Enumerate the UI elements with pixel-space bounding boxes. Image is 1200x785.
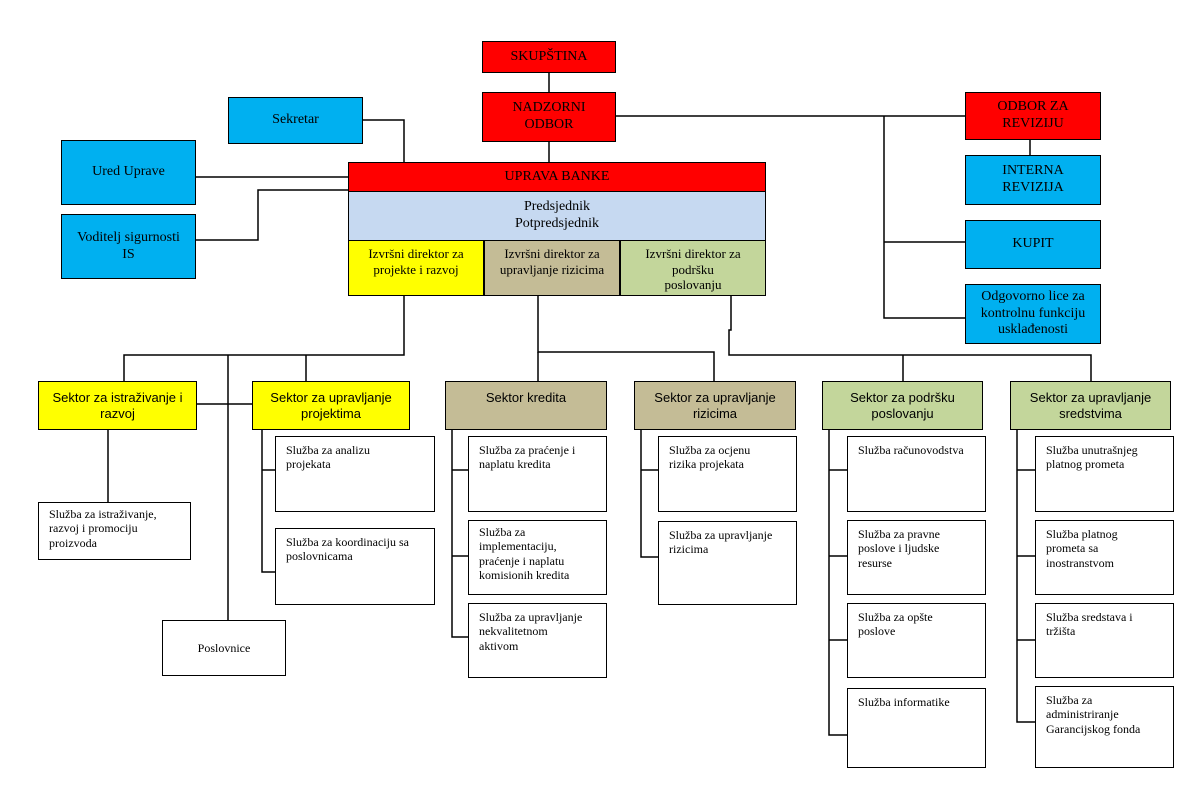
sector-krediti-box: Sektor kredita — [445, 381, 607, 430]
service-sredstva-unutrasnji-box: Služba unutrašnjeg platnog prometa — [1035, 436, 1174, 512]
service-podrska-racunovodstvo-box: Služba računovodstva — [847, 436, 986, 512]
sector-projekti-box: Sektor za upravljanje projektima — [252, 381, 410, 430]
skupstina-box: SKUPŠTINA — [482, 41, 616, 73]
service-projekti-analiza-box: Služba za analizu projekata — [275, 436, 435, 512]
sekretar-box: Sekretar — [228, 97, 363, 144]
director-rizici-box: Izvršni direktor za upravljanje rizicima — [484, 241, 620, 296]
service-rizici-upravljanje-box: Služba za upravljanje rizicima — [658, 521, 797, 605]
service-sredstva-inostranstvo-box: Služba platnog prometa sa inostranstvom — [1035, 520, 1174, 595]
odgovorno-lice-box: Odgovorno lice za kontrolnu funkciju usk… — [965, 284, 1101, 344]
service-podrska-pravne-box: Služba za pravne poslove i ljudske resur… — [847, 520, 986, 595]
service-krediti-pracenje-box: Služba za praćenje i naplatu kredita — [468, 436, 607, 512]
voditelj-sigurnosti-box: Voditelj sigurnosti IS — [61, 214, 196, 279]
poslovnice-box: Poslovnice — [162, 620, 286, 676]
connector-line — [883, 116, 965, 319]
connector-line — [828, 430, 847, 736]
service-sredstva-trzista-box: Služba sredstava i tržišta — [1035, 603, 1174, 678]
director-podrska-box: Izvršni direktor za podršku poslovanju — [620, 241, 766, 296]
service-istrazivanje-box: Služba za istraživanje, razvoj i promoci… — [38, 502, 191, 560]
connector-line — [640, 430, 658, 558]
connector-line — [728, 296, 1092, 381]
kupit-box: KUPIT — [965, 220, 1101, 269]
service-projekti-koordinacija-box: Služba za koordinaciju sa poslovnicama — [275, 528, 435, 605]
odbor-za-reviziju-box: ODBOR ZA REVIZIJU — [965, 92, 1101, 140]
sector-rizici-box: Sektor za upravljanje rizicima — [634, 381, 796, 430]
connector-line — [451, 430, 468, 638]
connector-line — [196, 189, 348, 241]
service-sredstva-garancijski-box: Služba za administriranje Garancijskog f… — [1035, 686, 1174, 768]
connector-line — [261, 430, 275, 573]
nadzorni-odbor-box: NADZORNI ODBOR — [482, 92, 616, 142]
predsjednik-box: Predsjednik Potpredsjednik — [348, 192, 766, 241]
service-podrska-informatika-box: Služba informatike — [847, 688, 986, 768]
service-podrska-opste-box: Služba za opšte poslove — [847, 603, 986, 678]
service-krediti-nekvalitetna-box: Služba za upravljanje nekvalitetnom akti… — [468, 603, 607, 678]
sector-sredstva-box: Sektor za upravljanje sredstvima — [1010, 381, 1171, 430]
ured-uprave-box: Ured Uprave — [61, 140, 196, 205]
connector-line — [123, 296, 405, 381]
service-krediti-implementacija-box: Služba za implementaciju, praćenje i nap… — [468, 520, 607, 595]
sector-podrska-box: Sektor za podršku poslovanju — [822, 381, 983, 430]
sector-istrazivanje-box: Sektor za istraživanje i razvoj — [38, 381, 197, 430]
interna-revizija-box: INTERNA REVIZIJA — [965, 155, 1101, 205]
uprava-banke-box: UPRAVA BANKE — [348, 162, 766, 192]
service-rizici-ocjena-box: Služba za ocjenu rizika projekata — [658, 436, 797, 512]
connector-line — [363, 119, 405, 162]
connector-line — [1016, 430, 1035, 723]
connector-line — [537, 296, 715, 381]
director-projekti-box: Izvršni direktor za projekte i razvoj — [348, 241, 484, 296]
